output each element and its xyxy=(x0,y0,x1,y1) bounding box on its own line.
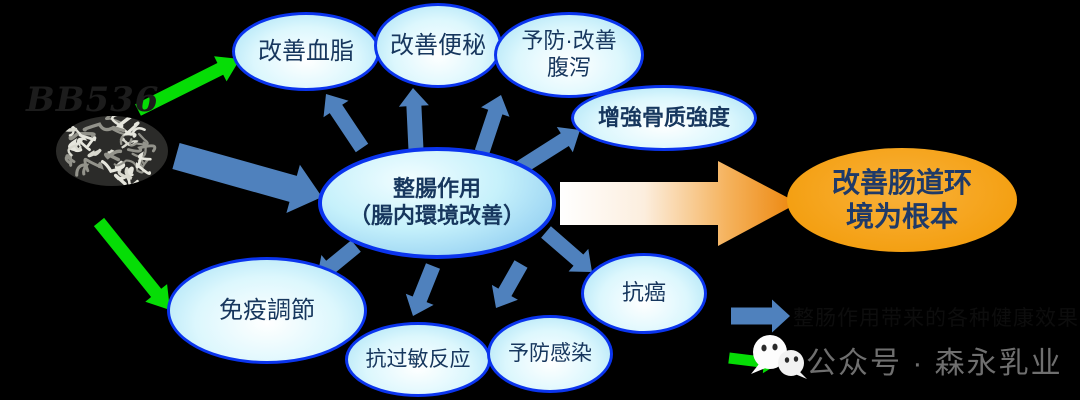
bacteria-filament xyxy=(100,160,126,174)
bacteria-filament xyxy=(126,144,157,153)
bubble-infection-prevention-label: 予防感染 xyxy=(508,342,592,366)
bubble-immune-regulation: 免疫調節 xyxy=(167,257,367,364)
arrow-center-to-infection xyxy=(491,260,528,308)
bubble-constipation: 改善便秘 xyxy=(374,3,502,88)
bacteria-filament xyxy=(115,116,135,130)
arrow-center-to-constipation xyxy=(398,88,429,151)
legend-blue-arrow xyxy=(731,299,790,333)
bubble-blood-lipid: 改善血脂 xyxy=(232,12,380,91)
bacteria-filament xyxy=(129,132,149,147)
bubble-conclusion: 改善肠道环 境为根本 xyxy=(787,148,1017,252)
conclusion-line2: 境为根本 xyxy=(845,201,958,232)
bacteria-filament xyxy=(56,123,78,134)
bubble-anti-allergy: 抗过敏反应 xyxy=(345,322,491,397)
green-arrow-to-blood-lipid xyxy=(135,56,240,116)
bacteria-filament xyxy=(64,153,76,167)
conclusion-line1: 改善肠道环 xyxy=(831,166,972,198)
bubble-bone-strength: 增強骨质強度 xyxy=(571,85,757,151)
bacteria-filament xyxy=(117,166,133,180)
bubble-infection-prevention: 予防感染 xyxy=(487,315,613,393)
bubble-anticancer: 抗癌 xyxy=(581,253,707,334)
bubble-center-intestinal-regulation: 整腸作用 （腸内環境改善） xyxy=(318,147,556,259)
bubble-diarrhea: 予防·改善 腹泻 xyxy=(494,12,644,98)
bacteria-filament xyxy=(67,144,82,157)
bubble-blood-lipid-label: 改善血脂 xyxy=(258,37,354,65)
bubble-constipation-label: 改善便秘 xyxy=(390,31,486,59)
arrow-center-to-bone xyxy=(516,127,580,175)
bacteria-photo xyxy=(56,116,168,186)
watermark-wechat-account: 公众号 · 森永乳业 xyxy=(806,347,1063,380)
bacteria-filament xyxy=(87,148,102,158)
arrow-center-to-blood-lipid xyxy=(323,94,369,153)
bacteria-filament xyxy=(113,159,144,174)
gradient-arrow-to-conclusion xyxy=(560,161,798,246)
center-bubble-line1: 整腸作用 xyxy=(392,176,481,202)
bubble-anticancer-label: 抗癌 xyxy=(621,280,666,306)
bubble-diarrhea-line2: 腹泻 xyxy=(546,55,591,80)
bacteria-filament xyxy=(135,151,152,175)
bacteria-filament xyxy=(75,163,90,177)
bacteria-filament xyxy=(104,149,123,162)
arrow-photo-to-center xyxy=(172,143,322,213)
bacteria-filament xyxy=(122,121,140,138)
bubble-bone-strength-label: 增強骨质強度 xyxy=(597,104,730,130)
arrow-center-to-diarrhea xyxy=(474,95,510,155)
bubble-anti-allergy-label: 抗过敏反应 xyxy=(365,347,471,371)
strain-label: BB536 xyxy=(26,80,160,120)
bacteria-filament xyxy=(68,131,96,141)
center-bubble-line2: （腸内環境改善） xyxy=(348,203,525,228)
bacteria-filament xyxy=(83,157,104,173)
bubble-immune-regulation-label: 免疫調節 xyxy=(219,296,315,324)
bacteria-filament xyxy=(82,122,126,133)
bacteria-filament xyxy=(68,125,88,147)
green-arrow-to-immune xyxy=(93,217,170,310)
arrow-center-to-allergy xyxy=(405,263,440,316)
bubble-diarrhea-line1: 予防·改善 xyxy=(521,28,617,54)
wechat-icon xyxy=(751,335,807,379)
legend-blue-arrow-text: 整肠作用带来的各种健康效果 xyxy=(793,307,1079,330)
arrow-center-to-anticancer xyxy=(541,226,592,272)
